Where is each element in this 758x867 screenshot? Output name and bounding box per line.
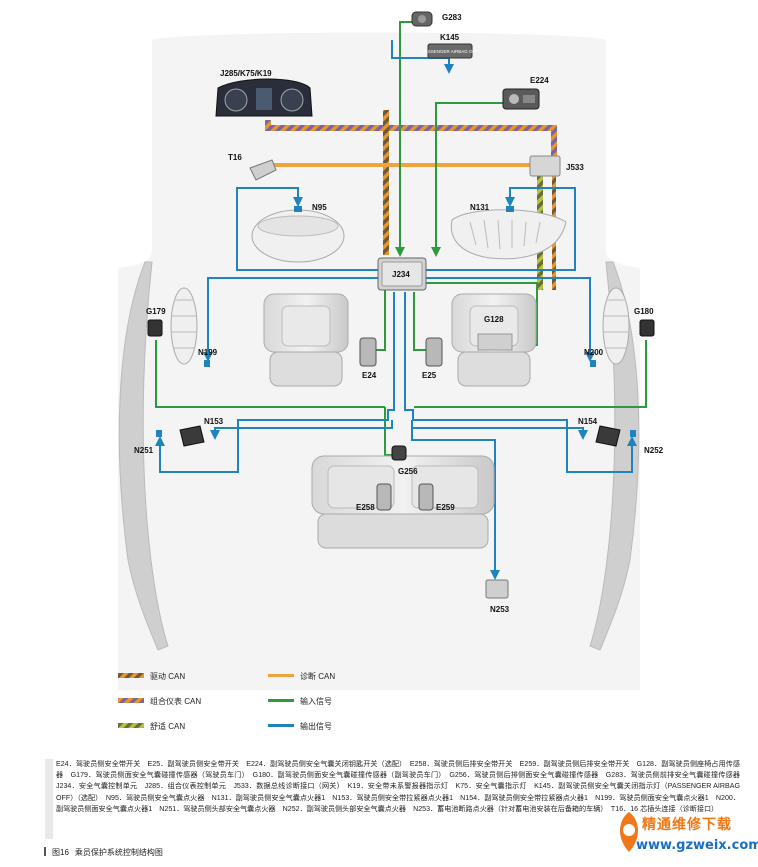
e224-label: E224 [530, 76, 549, 85]
n131-label: N131 [470, 203, 490, 212]
legend-comfort-can: 舒适 CAN [150, 721, 185, 731]
caption-bar [45, 759, 53, 839]
e224-key-switch: E224 [502, 76, 549, 110]
e24-buckle: E24 [359, 337, 377, 380]
n200-igniter [590, 360, 596, 367]
watermark-url: www.gzweix.com [636, 838, 758, 853]
j285-label: J285/K75/K19 [220, 69, 272, 78]
n251-igniter [156, 430, 162, 437]
watermark-cn: 精通维修下载 [642, 817, 732, 833]
g128-label: G128 [484, 315, 504, 324]
g256-sensor: G256 [391, 445, 418, 476]
g256-label: G256 [398, 467, 418, 476]
e259-label: E259 [436, 503, 455, 512]
title-marker [44, 847, 46, 856]
e25-buckle: E25 [422, 337, 443, 380]
e259-buckle: E259 [418, 483, 455, 512]
legend-input-signal: 输入信号 [300, 696, 332, 706]
k145-badge: PASSENGER AIRBAG OFF [422, 49, 478, 54]
figure-title-text: 乘员保护系统控制结构图 [74, 848, 163, 857]
j533-label: J533 [566, 163, 584, 172]
j234-label: J234 [392, 270, 410, 279]
legend-output-signal: 输出信号 [300, 721, 332, 731]
g179-sensor: G179 [146, 307, 166, 337]
g180-sensor: G180 [634, 307, 655, 337]
t16-connector: T16 [228, 153, 277, 181]
n131-airbag: N131 [450, 203, 567, 260]
n95-label: N95 [312, 203, 327, 212]
legend-swatch-comfort-can [118, 723, 144, 728]
k145-indicator: K145 PASSENGER AIRBAG OFF [422, 33, 478, 59]
figure-number: 图16 [52, 848, 69, 857]
j533-gateway: J533 [529, 155, 584, 177]
g179-label: G179 [146, 307, 166, 316]
bus-instrument-can [265, 120, 557, 160]
watermark: 精通维修下载 www.gzweix.com [614, 806, 758, 858]
e258-buckle: E258 [356, 483, 392, 512]
n199-igniter [204, 360, 210, 367]
n251-label: N251 [134, 446, 154, 455]
legend-swatch-output [268, 724, 294, 727]
legend-drive-can: 驱动 CAN [150, 671, 185, 681]
figure-title: 图16 乘员保护系统控制结构图 [44, 847, 163, 858]
door-trim-left [118, 261, 169, 651]
car-outline [118, 32, 640, 690]
driver-seat [263, 293, 349, 387]
n154-tensioner: N154 [578, 417, 621, 447]
n200-label: N200 [584, 348, 604, 357]
n199-side-airbag [170, 287, 198, 365]
k145-label: K145 [440, 33, 460, 42]
n252-label: N252 [644, 446, 664, 455]
n252-igniter [630, 430, 636, 437]
e258-label: E258 [356, 503, 375, 512]
output-signal-lines [155, 40, 637, 580]
passenger-seat: G128 [451, 293, 537, 387]
e25-label: E25 [422, 371, 437, 380]
n253-battery-igniter: N253 [485, 579, 510, 614]
watermark-logo-icon [619, 812, 639, 852]
legend: 驱动 CAN 组合仪表 CAN 舒适 CAN 诊断 CAN 输入信号 输出信号 [118, 671, 335, 731]
n153-tensioner: N153 [179, 417, 224, 447]
g283-label: G283 [442, 13, 462, 22]
t16-label: T16 [228, 153, 242, 162]
legend-swatch-instrument-can [118, 698, 144, 703]
n95-airbag: N95 [251, 203, 345, 263]
g180-label: G180 [634, 307, 654, 316]
legend-swatch-drive-can [118, 673, 144, 678]
legend-diag-can: 诊断 CAN [300, 671, 335, 681]
g283-sensor: G283 [411, 11, 462, 27]
n253-label: N253 [490, 605, 510, 614]
legend-instrument-can: 组合仪表 CAN [150, 696, 201, 706]
j234-control-unit: J234 [377, 257, 427, 291]
n200-side-airbag [602, 287, 630, 365]
instrument-cluster: J285/K75/K19 [215, 69, 313, 117]
door-trim-right [589, 261, 640, 651]
n154-label: N154 [578, 417, 598, 426]
legend-swatch-input [268, 699, 294, 702]
legend-swatch-diag-can [268, 674, 294, 677]
n199-label: N199 [198, 348, 218, 357]
rear-bench [311, 455, 495, 549]
figure-caption: E24．驾驶员侧安全带开关 E25．副驾驶员侧安全带开关 E224．副驾驶员侧安… [56, 760, 740, 813]
n153-label: N153 [204, 417, 224, 426]
e24-label: E24 [362, 371, 377, 380]
